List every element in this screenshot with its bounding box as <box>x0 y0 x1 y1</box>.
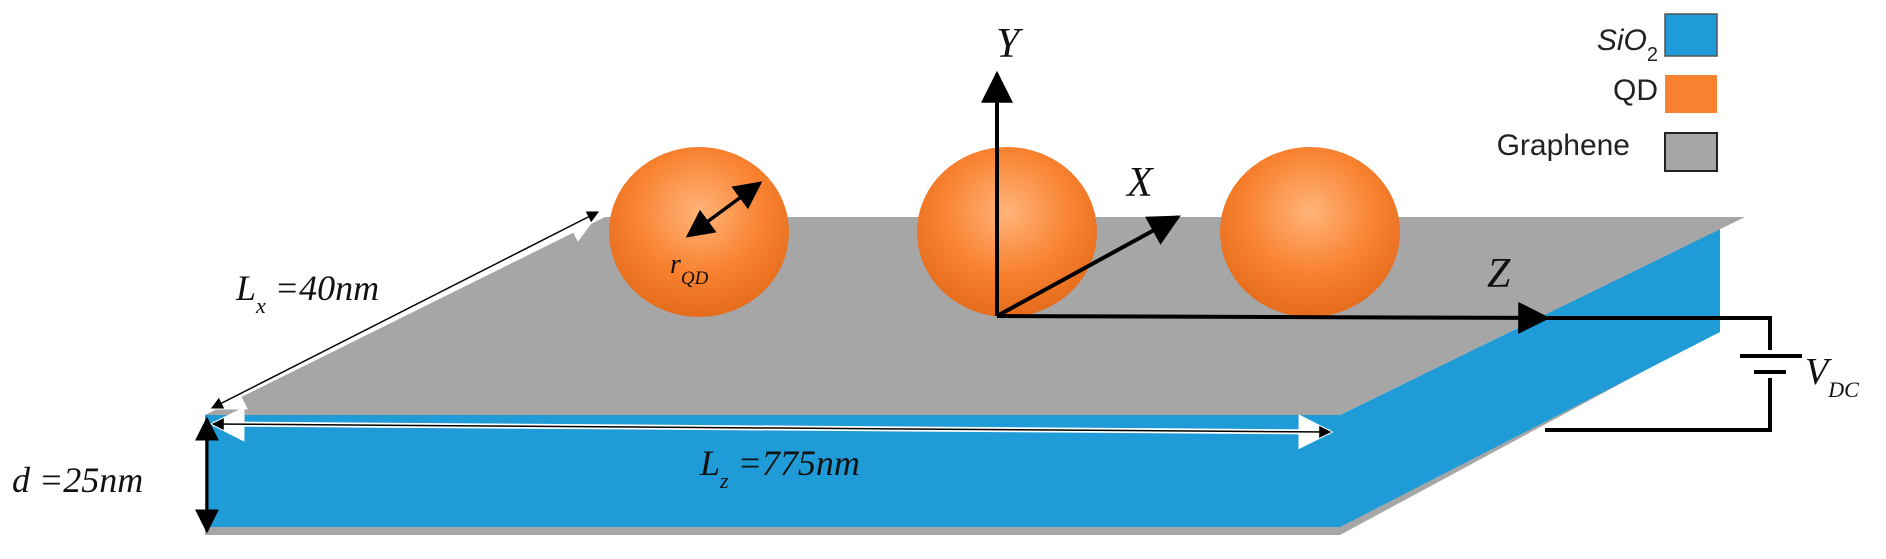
legend: SiO2 QD Graphene <box>1497 13 1718 172</box>
x-axis <box>996 215 1181 318</box>
legend-swatch-sio2 <box>1664 13 1718 57</box>
substrate-right-face <box>1340 229 1720 527</box>
lx-label: Lx =40nm <box>235 268 379 318</box>
legend-label-graphene: Graphene <box>1497 129 1630 162</box>
radius-label: rQD <box>670 249 709 289</box>
legend-label-qd: QD <box>1613 74 1658 107</box>
quantum-dot-center <box>917 147 1097 317</box>
z-axis <box>996 301 1551 334</box>
legend-swatch-graphene <box>1664 132 1718 172</box>
quantum-dot-right <box>1220 147 1400 317</box>
z-axis-label: Z <box>1487 251 1511 297</box>
quantum-dot-left <box>609 147 789 317</box>
radius-arrow <box>685 181 763 238</box>
d-label: d =25nm <box>12 460 143 500</box>
legend-label-sio2: SiO2 <box>1597 24 1658 66</box>
y-axis-label: Y <box>996 21 1024 67</box>
x-axis-label: X <box>1125 160 1155 206</box>
legend-swatch-qd <box>1665 75 1717 113</box>
lz-label: Lz =775nm <box>699 443 860 493</box>
vdc-label: VDC <box>1805 351 1859 402</box>
dc-source-circuit <box>1545 316 1802 432</box>
